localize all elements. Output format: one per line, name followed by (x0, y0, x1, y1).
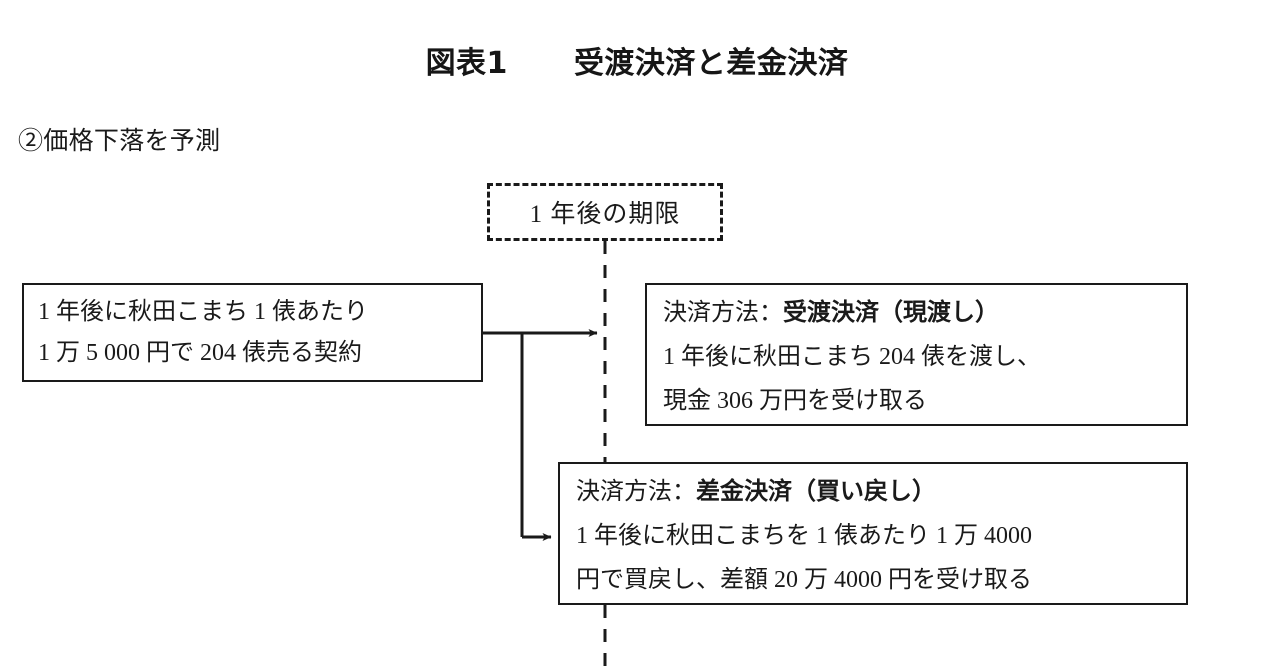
delivery-line-3: 現金 306 万円を受け取る (663, 388, 927, 414)
page-title: 図表1 受渡決済と差金決済 (0, 38, 1274, 82)
contract-line-1: 1 年後に秋田こまち 1 俵あたり (38, 299, 368, 325)
subtitle: ②価格下落を予測 (18, 128, 221, 155)
cash-line-2: 1 年後に秋田こまちを 1 俵あたり 1 万 4000 (576, 523, 1032, 549)
cash-heading: 決済方法：差金決済（買い戻し） (576, 470, 1032, 514)
deadline-label: 1 年後の期限 (529, 201, 681, 228)
delivery-line-2: 1 年後に秋田こまち 204 俵を渡し、 (663, 344, 1041, 370)
delivery-heading: 決済方法：受渡決済（現渡し） (663, 291, 1041, 335)
cash-settlement-text: 決済方法：差金決済（買い戻し） 1 年後に秋田こまちを 1 俵あたり 1 万 4… (576, 470, 1032, 602)
delivery-settlement-text: 決済方法：受渡決済（現渡し） 1 年後に秋田こまち 204 俵を渡し、 現金 3… (663, 291, 1041, 423)
cash-settlement-box[interactable] (558, 462, 1188, 605)
cash-heading-emphasis: 差金決済（買い戻し） (696, 479, 936, 505)
cash-heading-prefix: 決済方法： (576, 479, 696, 505)
delivery-settlement-box[interactable] (645, 283, 1188, 426)
cash-line-3: 円で買戻し、差額 20 万 4000 円を受け取る (576, 567, 1032, 593)
figure-number: 図表1 (425, 46, 508, 81)
deadline-box[interactable]: 1 年後の期限 (487, 183, 723, 241)
figure-title-text: 受渡決済と差金決済 (573, 46, 849, 81)
contract-line-2: 1 万 5 000 円で 204 俵売る契約 (38, 340, 362, 366)
contract-box-text: 1 年後に秋田こまち 1 俵あたり 1 万 5 000 円で 204 俵売る契約 (38, 292, 368, 374)
delivery-heading-prefix: 決済方法： (663, 300, 783, 326)
delivery-heading-emphasis: 受渡決済（現渡し） (783, 300, 999, 326)
contract-box[interactable] (22, 283, 483, 382)
